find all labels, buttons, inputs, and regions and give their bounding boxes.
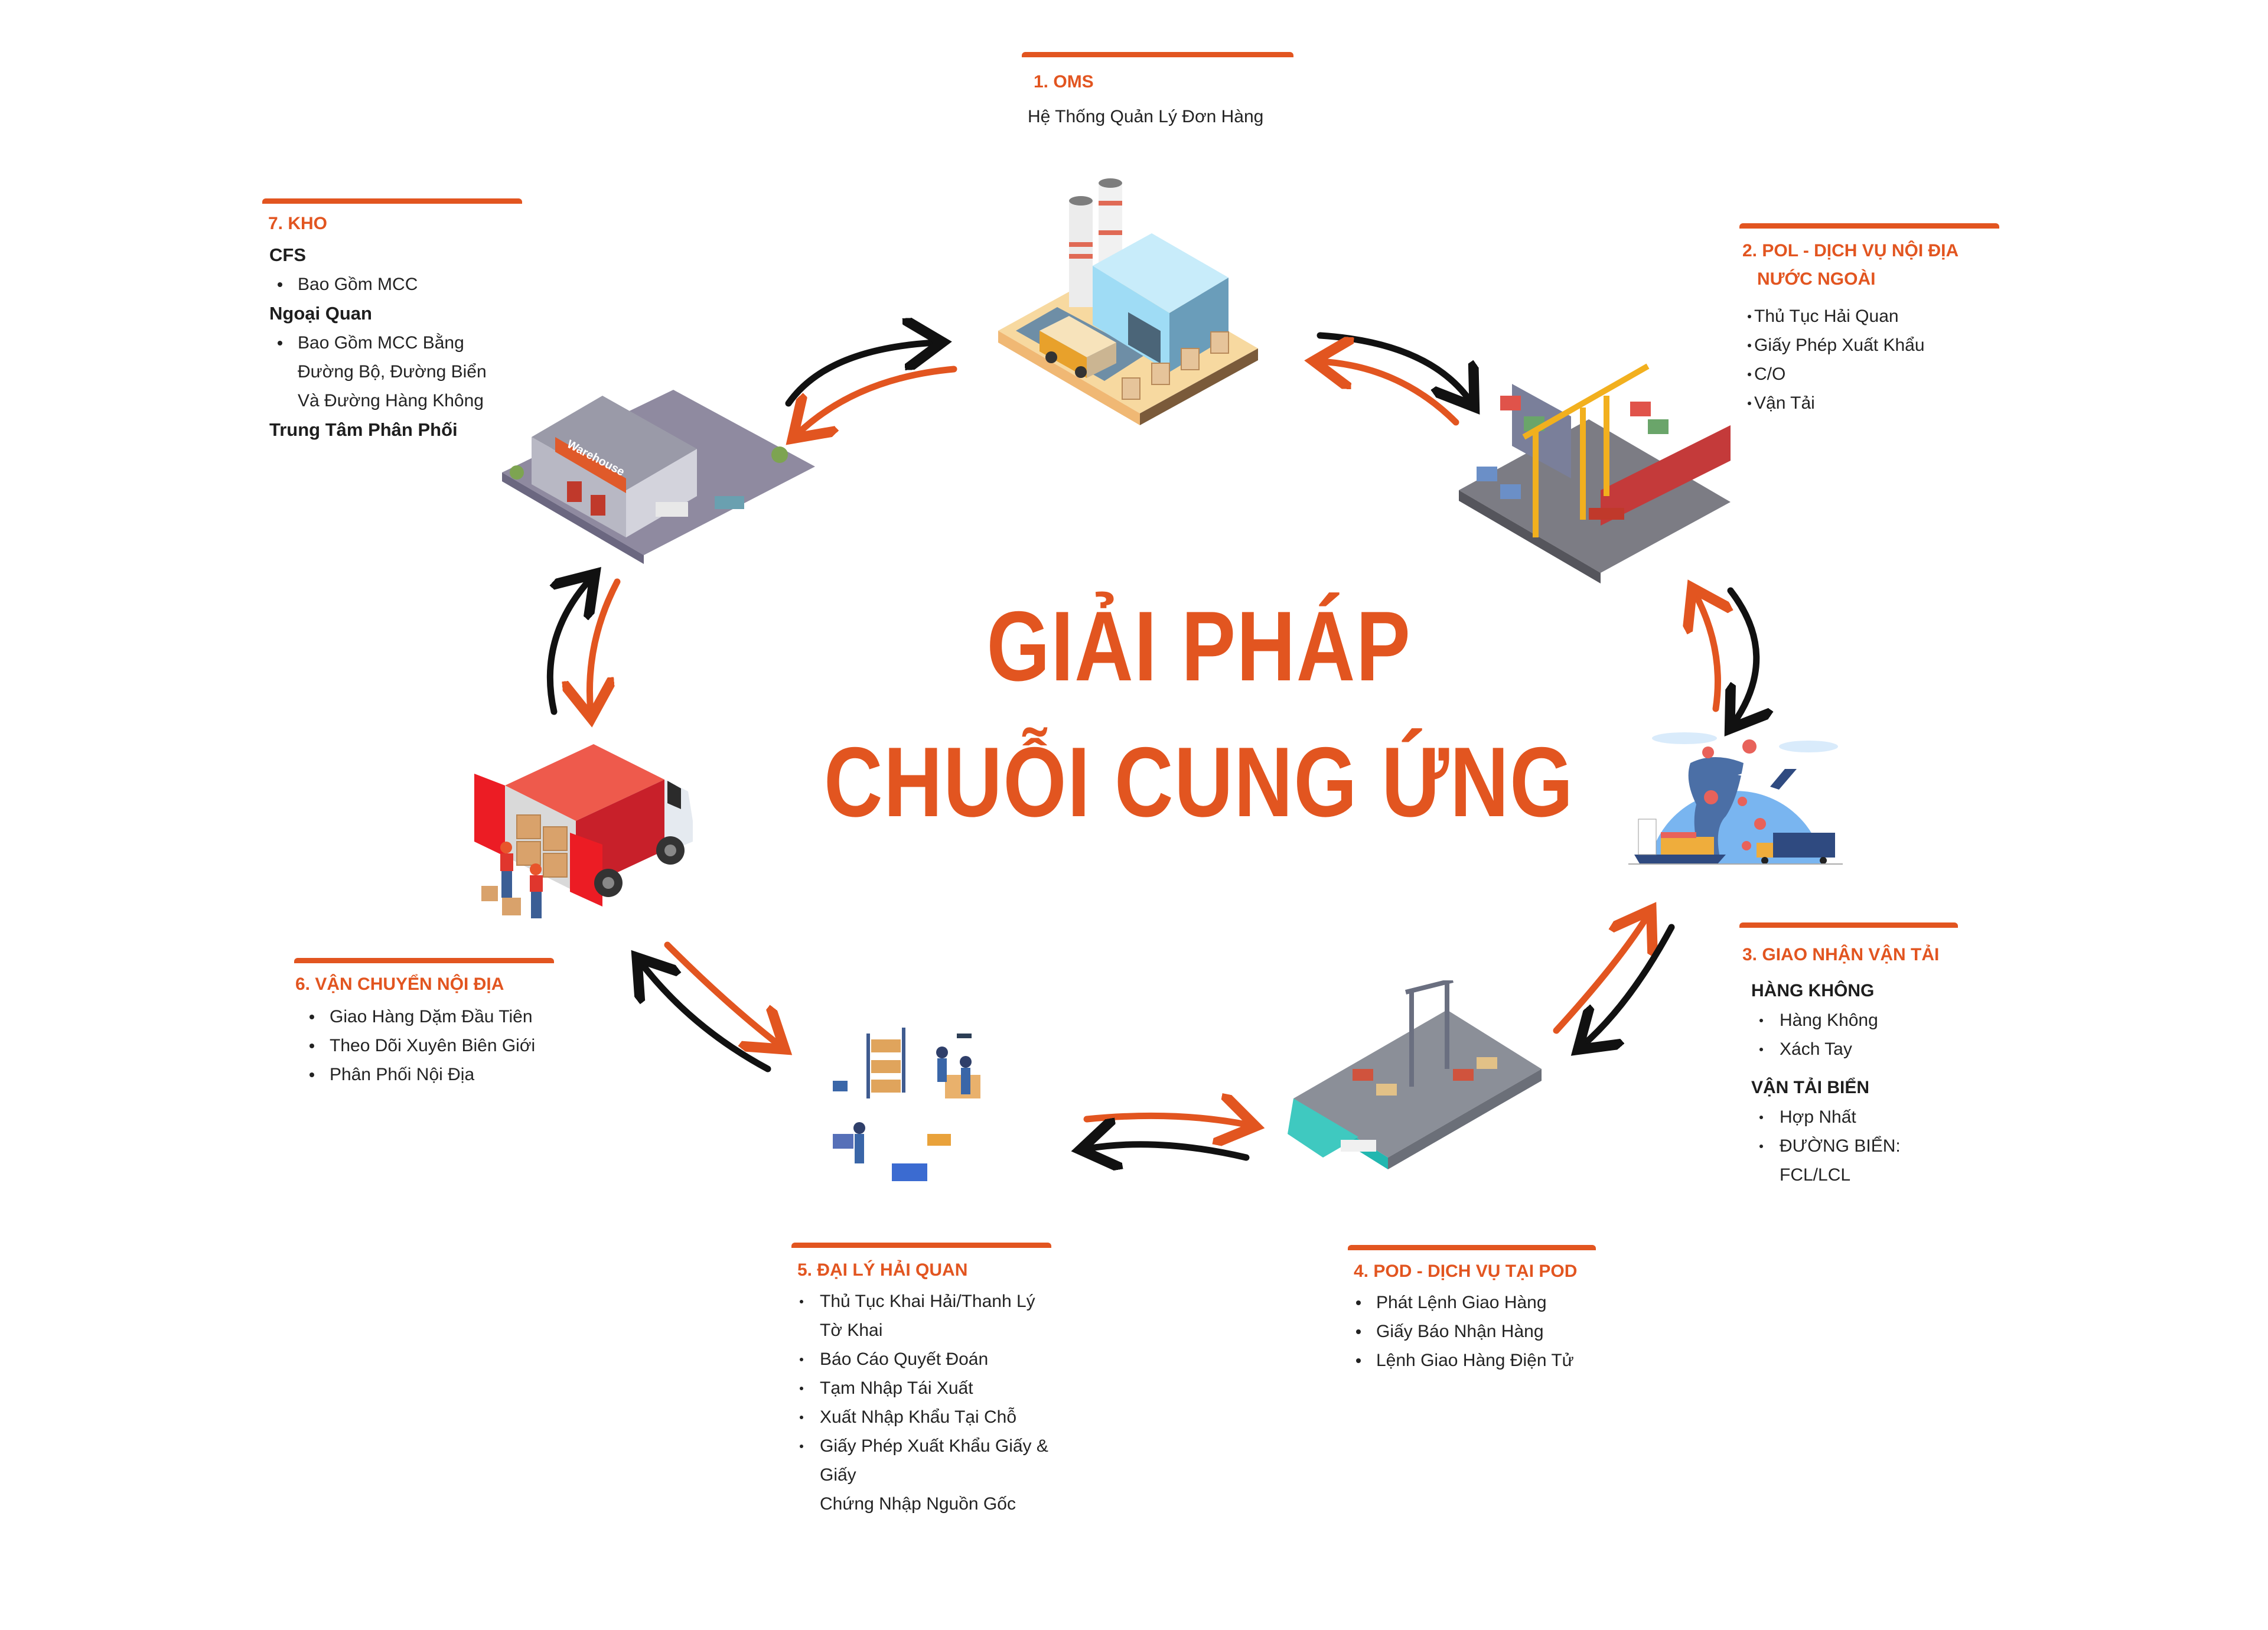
step-card-forwarding: 3. GIAO NHẬN VẬN TẢI HÀNG KHÔNG Hàng Khô…	[1739, 922, 1958, 1189]
arrow-domestic-to-customs	[664, 941, 780, 1045]
card-accent-bar	[1739, 223, 1999, 229]
list-item-continuation: Và Đường Hàng Không	[298, 391, 484, 410]
group-label: HÀNG KHÔNG	[1751, 981, 1875, 1000]
step-card-domestic: 6. VẬN CHUYỂN NỘI ĐỊA Giao Hàng Dặm Đầu …	[294, 958, 554, 1089]
warehouse-workers-icon	[809, 1016, 1022, 1205]
step-card-customs: 5. ĐẠI LÝ HẢI QUAN Thủ Tục Khai Hải/Than…	[791, 1243, 1051, 1518]
card-title: 1. OMS	[1034, 72, 1094, 92]
list-item: ĐƯỜNG BIỂN: FCL/LCL	[1751, 1132, 1958, 1189]
list-item: Thủ Tục Khai Hải/Thanh Lý Tờ Khai	[791, 1287, 1051, 1345]
list-item: Theo Dõi Xuyên Biên Giới	[301, 1031, 554, 1060]
arrow-warehouse-to-oms	[785, 343, 936, 407]
list-item: Báo Cáo Quyết Đoán	[791, 1345, 1051, 1374]
card-title: 6. VẬN CHUYỂN NỘI ĐỊA	[295, 974, 504, 994]
list-item: Hợp Nhất	[1751, 1103, 1958, 1132]
step-card-oms: 1. OMS Hệ Thống Quản Lý Đơn Hàng	[1022, 52, 1293, 132]
step-card-pod: 4. POD - DỊCH VỤ TẠI POD Phát Lệnh Giao …	[1348, 1245, 1596, 1375]
warehouse-icon: Warehouse	[496, 384, 821, 585]
list-item-continuation: Đường Bộ, Đường Biển	[298, 362, 487, 382]
headline-line-1: GIẢI PHÁP	[986, 591, 1412, 702]
factory-icon	[986, 177, 1293, 449]
card-accent-bar	[1739, 922, 1958, 928]
card-accent-bar	[294, 958, 554, 963]
arrow-forwarding-to-pol	[1695, 594, 1718, 712]
list-item: Tạm Nhập Tái Xuất	[791, 1374, 1051, 1403]
step-card-warehouse: 7. KHO CFS Bao Gồm MCC Ngoại Quan Bao Gồ…	[262, 198, 522, 445]
card-title-line-1: 2. POL - DỊCH VỤ NỘI ĐỊA	[1742, 241, 1959, 260]
list-item: Lệnh Giao Hàng Điện Tử	[1348, 1346, 1596, 1375]
card-title: 7. KHO	[268, 214, 328, 233]
card-accent-bar	[791, 1243, 1051, 1248]
list-item: Xách Tay	[1751, 1035, 1958, 1064]
list-item: Giấy Phép Xuất Khẩu	[1739, 331, 1999, 360]
list-item: Phân Phối Nội Địa	[301, 1060, 554, 1089]
card-title: 5. ĐẠI LÝ HẢI QUAN	[797, 1260, 968, 1280]
card-accent-bar	[262, 198, 522, 204]
seaport-icon	[1288, 980, 1547, 1193]
group-label: Trung Tâm Phân Phối	[269, 419, 458, 440]
arrow-pod-to-customs	[1087, 1145, 1250, 1158]
headline-line-2: CHUỖI CUNG ỨNG	[824, 726, 1574, 837]
card-subtitle: Hệ Thống Quản Lý Đơn Hàng	[1028, 107, 1264, 126]
list-item: Giấy Báo Nhận Hàng	[1348, 1317, 1596, 1346]
card-accent-bar	[1022, 52, 1293, 57]
list-item: Vận Tải	[1739, 389, 1999, 418]
arrow-warehouse-to-domestic	[589, 578, 621, 712]
list-item: C/O	[1739, 360, 1999, 389]
card-title: 3. GIAO NHẬN VẬN TẢI	[1742, 945, 1940, 964]
card-title: 4. POD - DỊCH VỤ TẠI POD	[1354, 1261, 1578, 1281]
card-accent-bar	[1348, 1245, 1596, 1250]
arrow-oms-to-warehouse	[797, 366, 957, 434]
delivery-truck-icon	[470, 732, 706, 927]
group-label: VẬN TẢI BIỂN	[1751, 1078, 1870, 1097]
arrow-customs-to-pod	[1083, 1116, 1249, 1125]
arrow-customs-to-domestic	[641, 963, 771, 1072]
list-item: Phát Lệnh Giao Hàng	[1348, 1288, 1596, 1317]
list-item: Bao Gồm MCC	[269, 270, 522, 299]
arrow-forwarding-to-pod	[1583, 924, 1675, 1045]
list-item: Bao Gồm MCC Bằng	[269, 328, 522, 357]
list-item: Giao Hàng Dặm Đầu Tiên	[301, 1002, 554, 1031]
list-item: Hàng Không	[1751, 1006, 1958, 1035]
group-label: CFS	[269, 244, 306, 265]
card-title-line-2: NƯỚC NGOÀI	[1757, 269, 1876, 289]
port-crane-icon	[1453, 360, 1736, 585]
list-item: Giấy Phép Xuất Khẩu Giấy & Giấy	[791, 1432, 1051, 1489]
arrow-oms-to-pol	[1317, 332, 1471, 402]
arrow-domestic-to-warehouse	[546, 579, 591, 715]
list-item: Xuất Nhập Khẩu Tại Chỗ	[791, 1403, 1051, 1432]
globe-logistics-icon	[1625, 728, 1862, 881]
arrow-pol-to-oms	[1320, 361, 1459, 426]
group-label: Ngoại Quan	[269, 303, 372, 324]
list-item-continuation: Chứng Nhập Nguồn Gốc	[820, 1494, 1016, 1514]
arrow-pol-to-forwarding	[1731, 587, 1757, 723]
step-card-pol: 2. POL - DỊCH VỤ NỘI ĐỊA NƯỚC NGOÀI Thủ …	[1739, 223, 1999, 418]
card-title: 2. POL - DỊCH VỤ NỘI ĐỊA NƯỚC NGOÀI	[1742, 237, 1999, 294]
arrow-pod-to-forwarding	[1553, 915, 1648, 1034]
list-item: Thủ Tục Hải Quan	[1739, 302, 1999, 331]
